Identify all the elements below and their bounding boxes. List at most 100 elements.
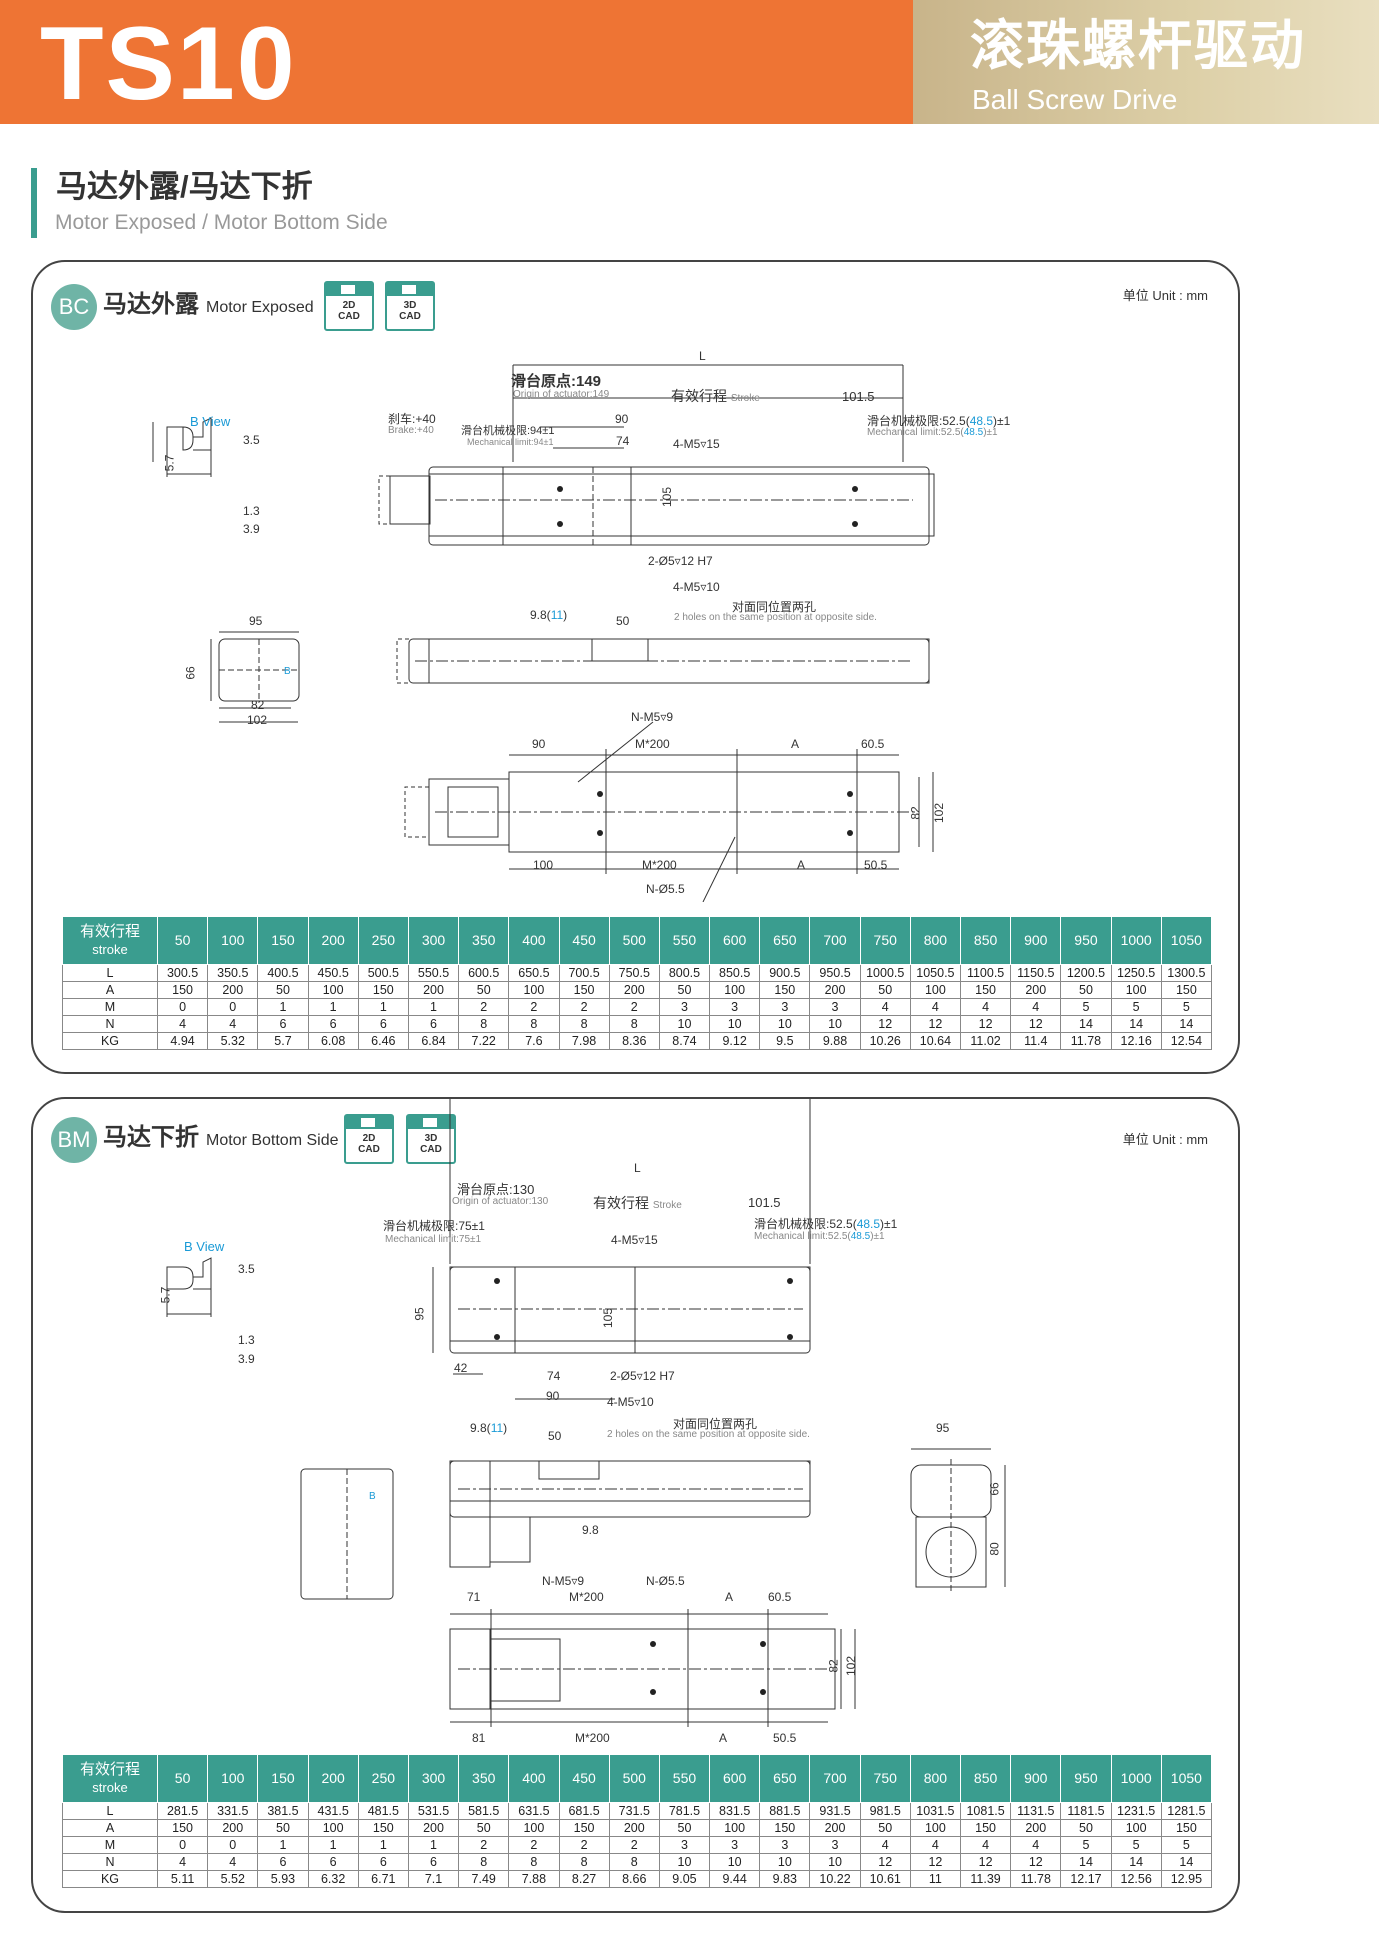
table-cell: 3: [759, 998, 811, 1016]
mech-right-cn: 滑台机械极限:52.5(48.5)±1: [867, 414, 1011, 428]
table-cell: 11.02: [959, 1032, 1012, 1050]
table-cell: 0: [156, 998, 209, 1016]
table-cell: 50: [859, 1819, 911, 1837]
table-cell: 12: [959, 1015, 1012, 1033]
dim-74: 74: [616, 434, 630, 448]
b-marker: B: [284, 666, 291, 677]
mech-right-en: Mechanical limit:52.5(48.5)±1: [867, 427, 998, 438]
table-cell: 100: [1110, 1819, 1162, 1837]
table-cell: 8: [508, 1853, 560, 1871]
table-cell: 1: [307, 998, 359, 1016]
opposite-holes-en: 2 holes on the same position at opposite…: [607, 1429, 810, 1440]
dim-82: 82: [251, 698, 265, 712]
table-cell: 1: [407, 1836, 460, 1854]
table-cell: 6: [407, 1853, 460, 1871]
stroke-col: 300: [407, 916, 460, 965]
table-cell: 1050.5: [909, 964, 962, 982]
dim-9-8-b: 9.8: [582, 1523, 599, 1537]
stroke-col: 350: [458, 916, 510, 965]
opposite-holes-cn: 对面同位置两孔: [673, 1417, 758, 1431]
table-cell: 12.54: [1160, 1032, 1213, 1050]
stroke-label: 有效行程 Stroke: [671, 388, 760, 404]
table-cell: 12: [959, 1853, 1012, 1871]
table-cell: 4: [207, 1853, 259, 1871]
row-label: M: [62, 998, 158, 1016]
table-cell: 5: [1160, 1836, 1213, 1854]
dim-101-5: 101.5: [842, 389, 875, 404]
table-cell: 9.12: [709, 1032, 761, 1050]
stroke-col: 650: [759, 1754, 811, 1803]
thread-m5-10: 4-M5▿10: [607, 1395, 654, 1409]
table-cell: 4: [156, 1015, 209, 1033]
thread-m5-15: 4-M5▿15: [673, 437, 720, 451]
mech-right-cn: 滑台机械极限:52.5(48.5)±1: [754, 1217, 898, 1231]
table-cell: 5: [1160, 998, 1213, 1016]
table-cell: 10: [658, 1015, 711, 1033]
table-cell: 6.32: [307, 1870, 359, 1888]
table-cell: 2: [508, 998, 560, 1016]
stroke-col: 250: [357, 916, 409, 965]
dim-A-bottom: A: [797, 858, 806, 872]
table-cell: 1300.5: [1160, 964, 1213, 982]
table-cell: 1150.5: [1010, 964, 1062, 982]
dim-m200-bottom: M*200: [575, 1731, 610, 1745]
stroke-label: 有效行程 Stroke: [593, 1195, 682, 1211]
row-label: L: [62, 1802, 158, 1820]
table-cell: 4.94: [156, 1032, 209, 1050]
table-cell: 5.32: [207, 1032, 259, 1050]
table-cell: 8.27: [558, 1870, 610, 1888]
table-cell: 7.88: [508, 1870, 560, 1888]
technical-drawing-bc: [152, 364, 935, 902]
table-cell: 14: [1110, 1853, 1162, 1871]
opposite-holes-cn: 对面同位置两孔: [732, 600, 817, 614]
table-cell: 381.5: [257, 1802, 309, 1820]
table-cell: 1250.5: [1110, 964, 1162, 982]
dim-100: 100: [533, 858, 554, 872]
table-cell: 200: [1010, 1819, 1062, 1837]
table-cell: 6.84: [407, 1032, 460, 1050]
table-cell: 100: [508, 981, 560, 999]
table-cell: 50: [859, 981, 911, 999]
table-cell: 1281.5: [1160, 1802, 1213, 1820]
dim-42: 42: [454, 1361, 468, 1375]
table-cell: 50: [1060, 1819, 1112, 1837]
table-cell: 5: [1110, 998, 1162, 1016]
table-cell: 600.5: [458, 964, 510, 982]
thread-n-m5: N-M5▿9: [542, 1574, 585, 1588]
table-cell: 2: [558, 998, 610, 1016]
table-cell: 6.71: [357, 1870, 409, 1888]
table-cell: 3: [658, 998, 711, 1016]
table-cell: 481.5: [357, 1802, 409, 1820]
stroke-col: 500: [608, 916, 660, 965]
table-cell: 581.5: [458, 1802, 510, 1820]
stroke-col: 700: [809, 1754, 861, 1803]
table-cell: 50: [658, 981, 711, 999]
table-cell: 1000.5: [859, 964, 911, 982]
dim-102: 102: [844, 1655, 859, 1677]
table-cell: 7.6: [508, 1032, 560, 1050]
table-cell: 1: [307, 1836, 359, 1854]
stroke-col: 750: [859, 1754, 911, 1803]
table-cell: 100: [709, 981, 761, 999]
table-cell: 8.36: [608, 1032, 660, 1050]
table-cell: 6: [407, 1015, 460, 1033]
table-cell: 100: [307, 981, 359, 999]
table-cell: 5: [1060, 998, 1112, 1016]
dim-90: 90: [615, 412, 629, 426]
dim-50-5: 50.5: [864, 858, 888, 872]
table-cell: 14: [1160, 1015, 1213, 1033]
stroke-col: 800: [909, 916, 962, 965]
b-view-label: B View: [190, 414, 231, 429]
dim-66: 66: [987, 1482, 1002, 1496]
table-cell: 5: [1110, 1836, 1162, 1854]
table-cell: 9.05: [658, 1870, 711, 1888]
